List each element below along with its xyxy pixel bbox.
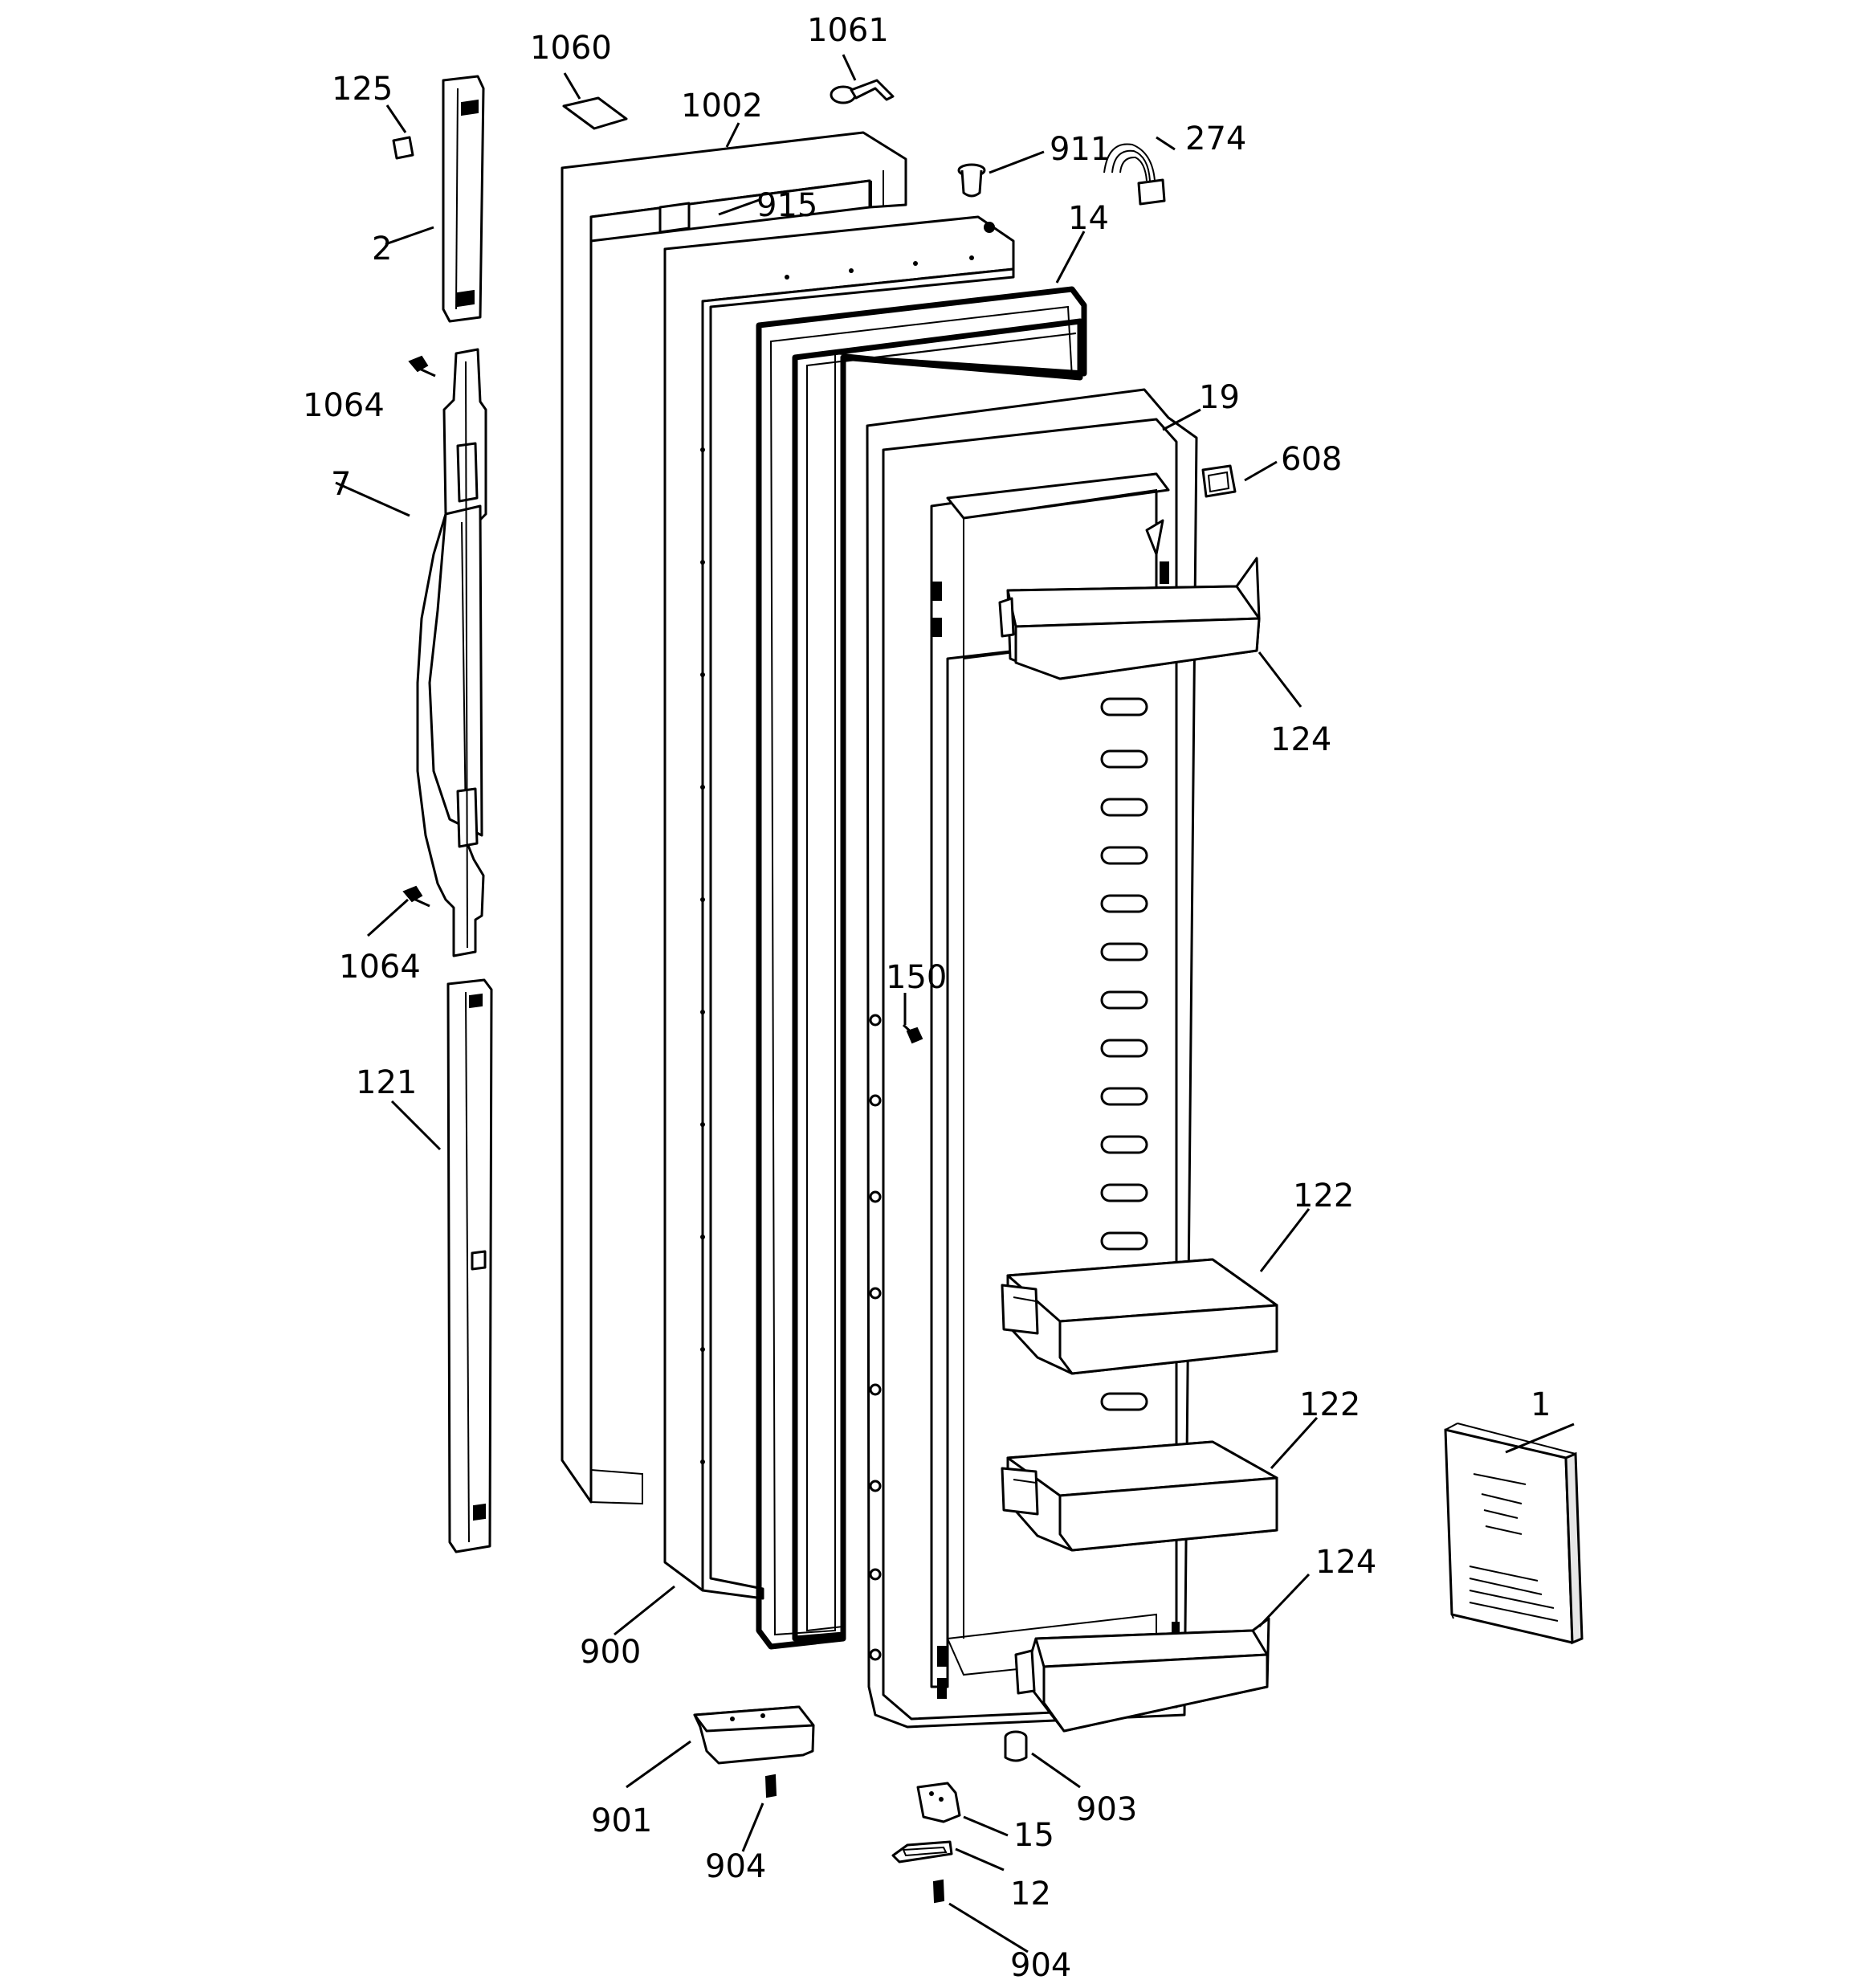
callout-150: 150: [886, 959, 947, 996]
callout-labels: 1 2 7 12 14 15 19 121 122 122 124 124 12…: [303, 12, 1551, 1984]
callout-7: 7: [331, 466, 351, 503]
callout-900: 900: [580, 1634, 641, 1671]
hinge-plate-12: [891, 1840, 953, 1863]
hinge-15: [916, 1782, 961, 1823]
screw-904-upper: [764, 1774, 777, 1798]
callout-911: 911: [1050, 131, 1111, 168]
handle-trim-lower: [446, 978, 493, 1553]
bracket-1061: [830, 79, 895, 104]
door-bin-122-upper: [1001, 1258, 1278, 1375]
callout-124-upper: 124: [1270, 721, 1331, 758]
label-915: [658, 202, 691, 234]
owners-manual-1: [1444, 1423, 1584, 1645]
callout-1060: 1060: [530, 30, 612, 67]
callout-915: 915: [756, 187, 817, 224]
callout-1064-upper: 1064: [303, 387, 385, 424]
callout-2: 2: [372, 231, 392, 267]
callout-15: 15: [1013, 1817, 1054, 1854]
screw-1064-lower: [402, 885, 430, 908]
door-bin-122-lower: [1001, 1440, 1278, 1552]
callout-1061: 1061: [807, 12, 889, 49]
bushing-903: [1004, 1730, 1028, 1762]
callout-904-lower: 904: [1010, 1947, 1071, 1984]
callout-1002: 1002: [681, 88, 763, 125]
manual-print-marks: [1469, 1473, 1559, 1622]
wire-harness-274: [1103, 143, 1166, 206]
door-gasket: [756, 286, 1087, 1650]
bracket-1060: [562, 96, 628, 130]
callout-904-upper: 904: [705, 1848, 766, 1885]
inner-door-liner: [866, 388, 1198, 1729]
callout-125: 125: [332, 71, 393, 108]
callout-14: 14: [1068, 200, 1109, 237]
screw-1064-upper: [408, 355, 436, 378]
cap-125: [392, 136, 414, 160]
callout-274: 274: [1185, 120, 1246, 157]
callout-12: 12: [1010, 1876, 1051, 1912]
callout-121: 121: [356, 1064, 417, 1101]
callout-124-lower: 124: [1315, 1544, 1376, 1581]
shelf-support-ribs: [1100, 697, 1148, 1411]
door-bin-124-lower: [1014, 1617, 1270, 1733]
door-liner-frame: [663, 215, 1015, 1600]
liner-screw-holes: [700, 255, 974, 1464]
door-bin-124-upper: [998, 557, 1261, 680]
screw-904-lower: [932, 1879, 945, 1904]
handle-trim-upper: [442, 75, 485, 323]
callout-1064-lower: 1064: [339, 949, 421, 986]
callout-19: 19: [1199, 379, 1240, 416]
callout-122-lower: 122: [1299, 1386, 1360, 1423]
door-handle: [416, 348, 487, 957]
callout-608: 608: [1281, 441, 1342, 478]
callout-1: 1: [1531, 1386, 1551, 1423]
callout-903: 903: [1076, 1791, 1137, 1828]
leader-lines: [335, 54, 1575, 1953]
screw-150: [902, 1023, 923, 1044]
door-outer-panel: [561, 131, 907, 1505]
switch-608: [1201, 464, 1237, 498]
callout-901: 901: [591, 1802, 652, 1839]
hinge-cover-901: [693, 1705, 815, 1765]
bushing-911: [957, 163, 986, 198]
callout-122-upper: 122: [1293, 1178, 1354, 1214]
liner-notches: [869, 1014, 882, 1661]
